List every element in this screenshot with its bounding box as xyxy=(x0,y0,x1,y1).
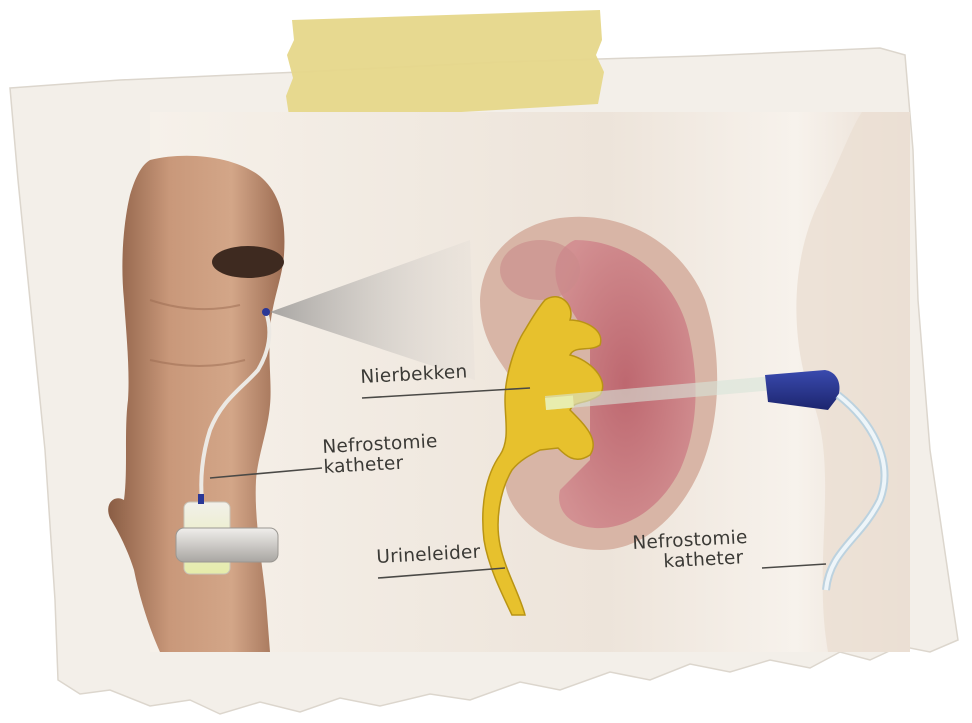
bag-connector xyxy=(198,494,204,504)
label-nephrostomy-body: Nefrostomie katheter xyxy=(322,432,439,478)
masking-tape xyxy=(286,10,604,122)
leg-strap xyxy=(176,528,278,562)
arm-cutoff xyxy=(212,246,284,278)
catheter-tip xyxy=(545,396,574,410)
catheter-insertion-point xyxy=(262,308,270,316)
label-nephrostomy-kidney: Nefrostomie katheter xyxy=(632,528,749,574)
kidney-cortex-lower xyxy=(500,240,580,300)
